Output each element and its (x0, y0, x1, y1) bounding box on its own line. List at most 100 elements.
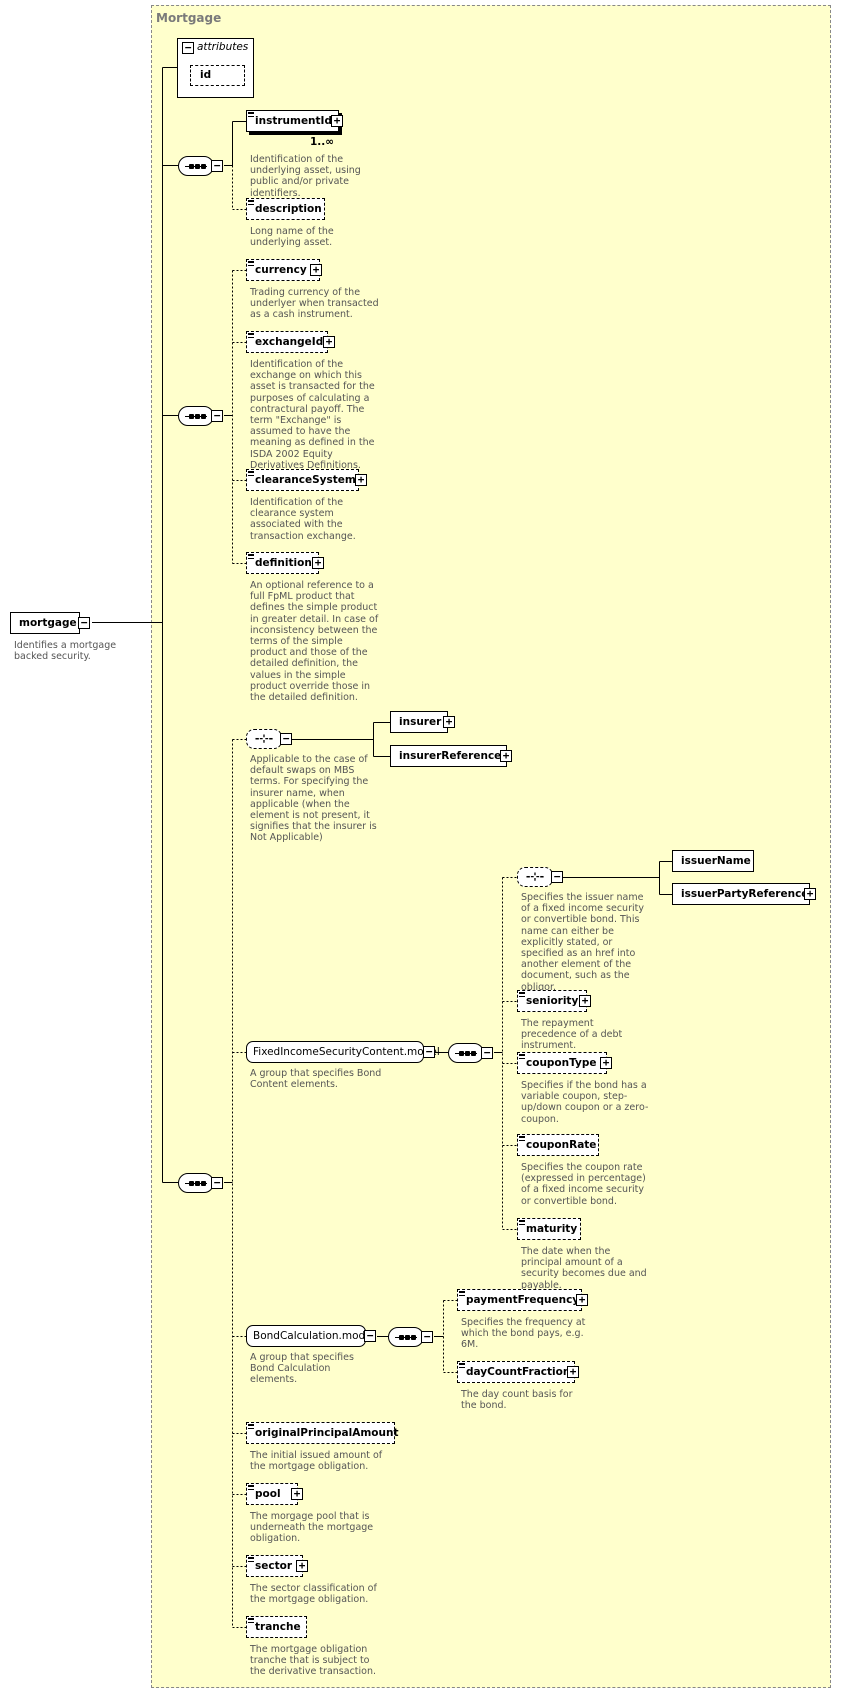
element-label: instrumentId (255, 115, 332, 127)
element-label: insurerReference (399, 750, 502, 762)
expand-icon[interactable]: + (331, 115, 343, 127)
expand-icon[interactable]: + (312, 557, 324, 569)
collapse-icon[interactable]: − (211, 1177, 223, 1189)
collapse-icon[interactable]: − (423, 1046, 435, 1058)
element-label: originalPrincipalAmount (255, 1427, 399, 1439)
element-label: couponType (526, 1057, 597, 1069)
sequence-compositor-icon (448, 1043, 484, 1063)
expand-icon[interactable]: + (579, 995, 591, 1007)
expand-icon[interactable]: + (500, 750, 512, 762)
element-label: insurer (399, 716, 442, 728)
collapse-icon[interactable]: − (421, 1331, 433, 1343)
element-sector[interactable]: sector (246, 1555, 303, 1577)
group-BondCalculation[interactable]: BondCalculation.model (246, 1325, 375, 1347)
tranche-doc: The mortgage obligation tranche that is … (250, 1644, 377, 1678)
element-seniority[interactable]: seniority (517, 990, 587, 1012)
element-instrumentId[interactable]: instrumentId (246, 110, 339, 132)
element-label: paymentFrequency (466, 1294, 580, 1306)
dayCountFraction-doc: The day count basis for the bond. (461, 1389, 573, 1412)
type-title: Mortgage (156, 11, 222, 25)
element-issuerName[interactable]: issuerName (672, 850, 754, 872)
expand-icon[interactable]: + (323, 336, 335, 348)
element-label: maturity (526, 1223, 578, 1235)
insurer-choice-doc: Applicable to the case of default swaps … (250, 754, 377, 844)
element-label: issuerName (681, 855, 751, 867)
cardinality-label: 1..∞ (310, 136, 335, 148)
element-tranche[interactable]: tranche (246, 1616, 307, 1638)
element-label: couponRate (526, 1139, 597, 1151)
element-label: currency (255, 264, 307, 276)
sequence-compositor-icon (178, 406, 214, 426)
element-label: issuerPartyReference (681, 888, 809, 900)
expand-icon[interactable]: + (355, 474, 367, 486)
element-maturity[interactable]: maturity (517, 1218, 581, 1240)
element-dayCountFraction[interactable]: dayCountFraction (457, 1361, 575, 1383)
sequence-compositor-icon (178, 156, 214, 176)
mortgage-type-frame (151, 5, 831, 1688)
element-clearanceSystem[interactable]: clearanceSystem (246, 469, 359, 491)
collapse-icon[interactable]: − (280, 733, 292, 745)
element-label: tranche (255, 1621, 301, 1633)
element-label: clearanceSystem (255, 474, 356, 486)
expand-icon[interactable]: + (804, 888, 816, 900)
element-insurerReference[interactable]: insurerReference (390, 745, 507, 767)
fixedIncome-doc: A group that specifies Bond Content elem… (250, 1068, 382, 1091)
attribute-id[interactable]: id (190, 65, 245, 86)
element-exchangeId[interactable]: exchangeId (246, 331, 328, 353)
couponRate-doc: Specifies the coupon rate (expressed in … (521, 1162, 646, 1207)
sequence-compositor-icon (178, 1173, 214, 1193)
group-label: FixedIncomeSecurityContent.model (253, 1046, 440, 1058)
element-issuerPartyReference[interactable]: issuerPartyReference (672, 883, 810, 905)
collapse-icon[interactable]: − (551, 871, 563, 883)
pool-doc: The morgage pool that is underneath the … (250, 1511, 374, 1545)
element-label: sector (255, 1560, 293, 1572)
element-currency[interactable]: currency (246, 259, 320, 281)
element-label: seniority (526, 995, 579, 1007)
collapse-icon[interactable]: − (364, 1330, 376, 1342)
element-couponType[interactable]: couponType (517, 1052, 607, 1074)
element-paymentFrequency[interactable]: paymentFrequency (457, 1289, 582, 1311)
element-description[interactable]: description (246, 198, 325, 220)
element-couponRate[interactable]: couponRate (517, 1134, 599, 1156)
bondCalc-doc: A group that specifies Bond Calculation … (250, 1352, 354, 1386)
paymentFrequency-doc: Specifies the frequency at which the bon… (461, 1317, 586, 1351)
currency-doc: Trading currency of the underlyer when t… (250, 287, 379, 321)
collapse-icon[interactable]: − (78, 617, 90, 629)
collapse-icon[interactable]: − (211, 160, 223, 172)
expand-icon[interactable]: + (310, 264, 322, 276)
collapse-icon[interactable]: − (211, 410, 223, 422)
originalPrincipalAmount-doc: The initial issued amount of the mortgag… (250, 1450, 383, 1473)
group-FixedIncomeSecurityContent[interactable]: FixedIncomeSecurityContent.model (246, 1041, 440, 1063)
element-label: definition (255, 557, 312, 569)
element-label: pool (255, 1488, 281, 1500)
instrumentId-doc: Identification of the underlying asset, … (250, 154, 361, 199)
root-element-mortgage[interactable]: mortgage (10, 612, 80, 634)
sequence-compositor-icon (388, 1327, 424, 1347)
expand-icon[interactable]: + (576, 1294, 588, 1306)
issuer-choice-doc: Specifies the issuer name of a fixed inc… (521, 892, 644, 993)
element-label: mortgage (19, 617, 77, 629)
sector-doc: The sector classification of the mortgag… (250, 1583, 377, 1606)
expand-icon[interactable]: + (291, 1488, 303, 1500)
element-definition[interactable]: definition (246, 552, 319, 574)
element-label: description (255, 203, 322, 215)
root-doc: Identifies a mortgage backed security. (14, 640, 117, 663)
expand-icon[interactable]: + (600, 1057, 612, 1069)
clearanceSystem-doc: Identification of the clearance system a… (250, 497, 356, 542)
attributes-title: attributes (197, 41, 249, 53)
element-originalPrincipalAmount[interactable]: originalPrincipalAmount (246, 1422, 399, 1444)
choice-compositor-icon: -⊹- (517, 867, 553, 887)
element-insurer[interactable]: insurer (390, 711, 448, 733)
expand-icon[interactable]: + (567, 1366, 579, 1378)
group-label: BondCalculation.model (253, 1330, 375, 1342)
couponType-doc: Specifies if the bond has a variable cou… (521, 1080, 649, 1125)
collapse-icon[interactable]: − (182, 42, 194, 54)
expand-icon[interactable]: + (443, 716, 455, 728)
collapse-icon[interactable]: − (481, 1047, 493, 1059)
maturity-doc: The date when the principal amount of a … (521, 1246, 647, 1291)
expand-icon[interactable]: + (296, 1560, 308, 1572)
choice-compositor-icon: -⊹- (246, 729, 282, 749)
definition-doc: An optional reference to a full FpML pro… (250, 580, 379, 704)
